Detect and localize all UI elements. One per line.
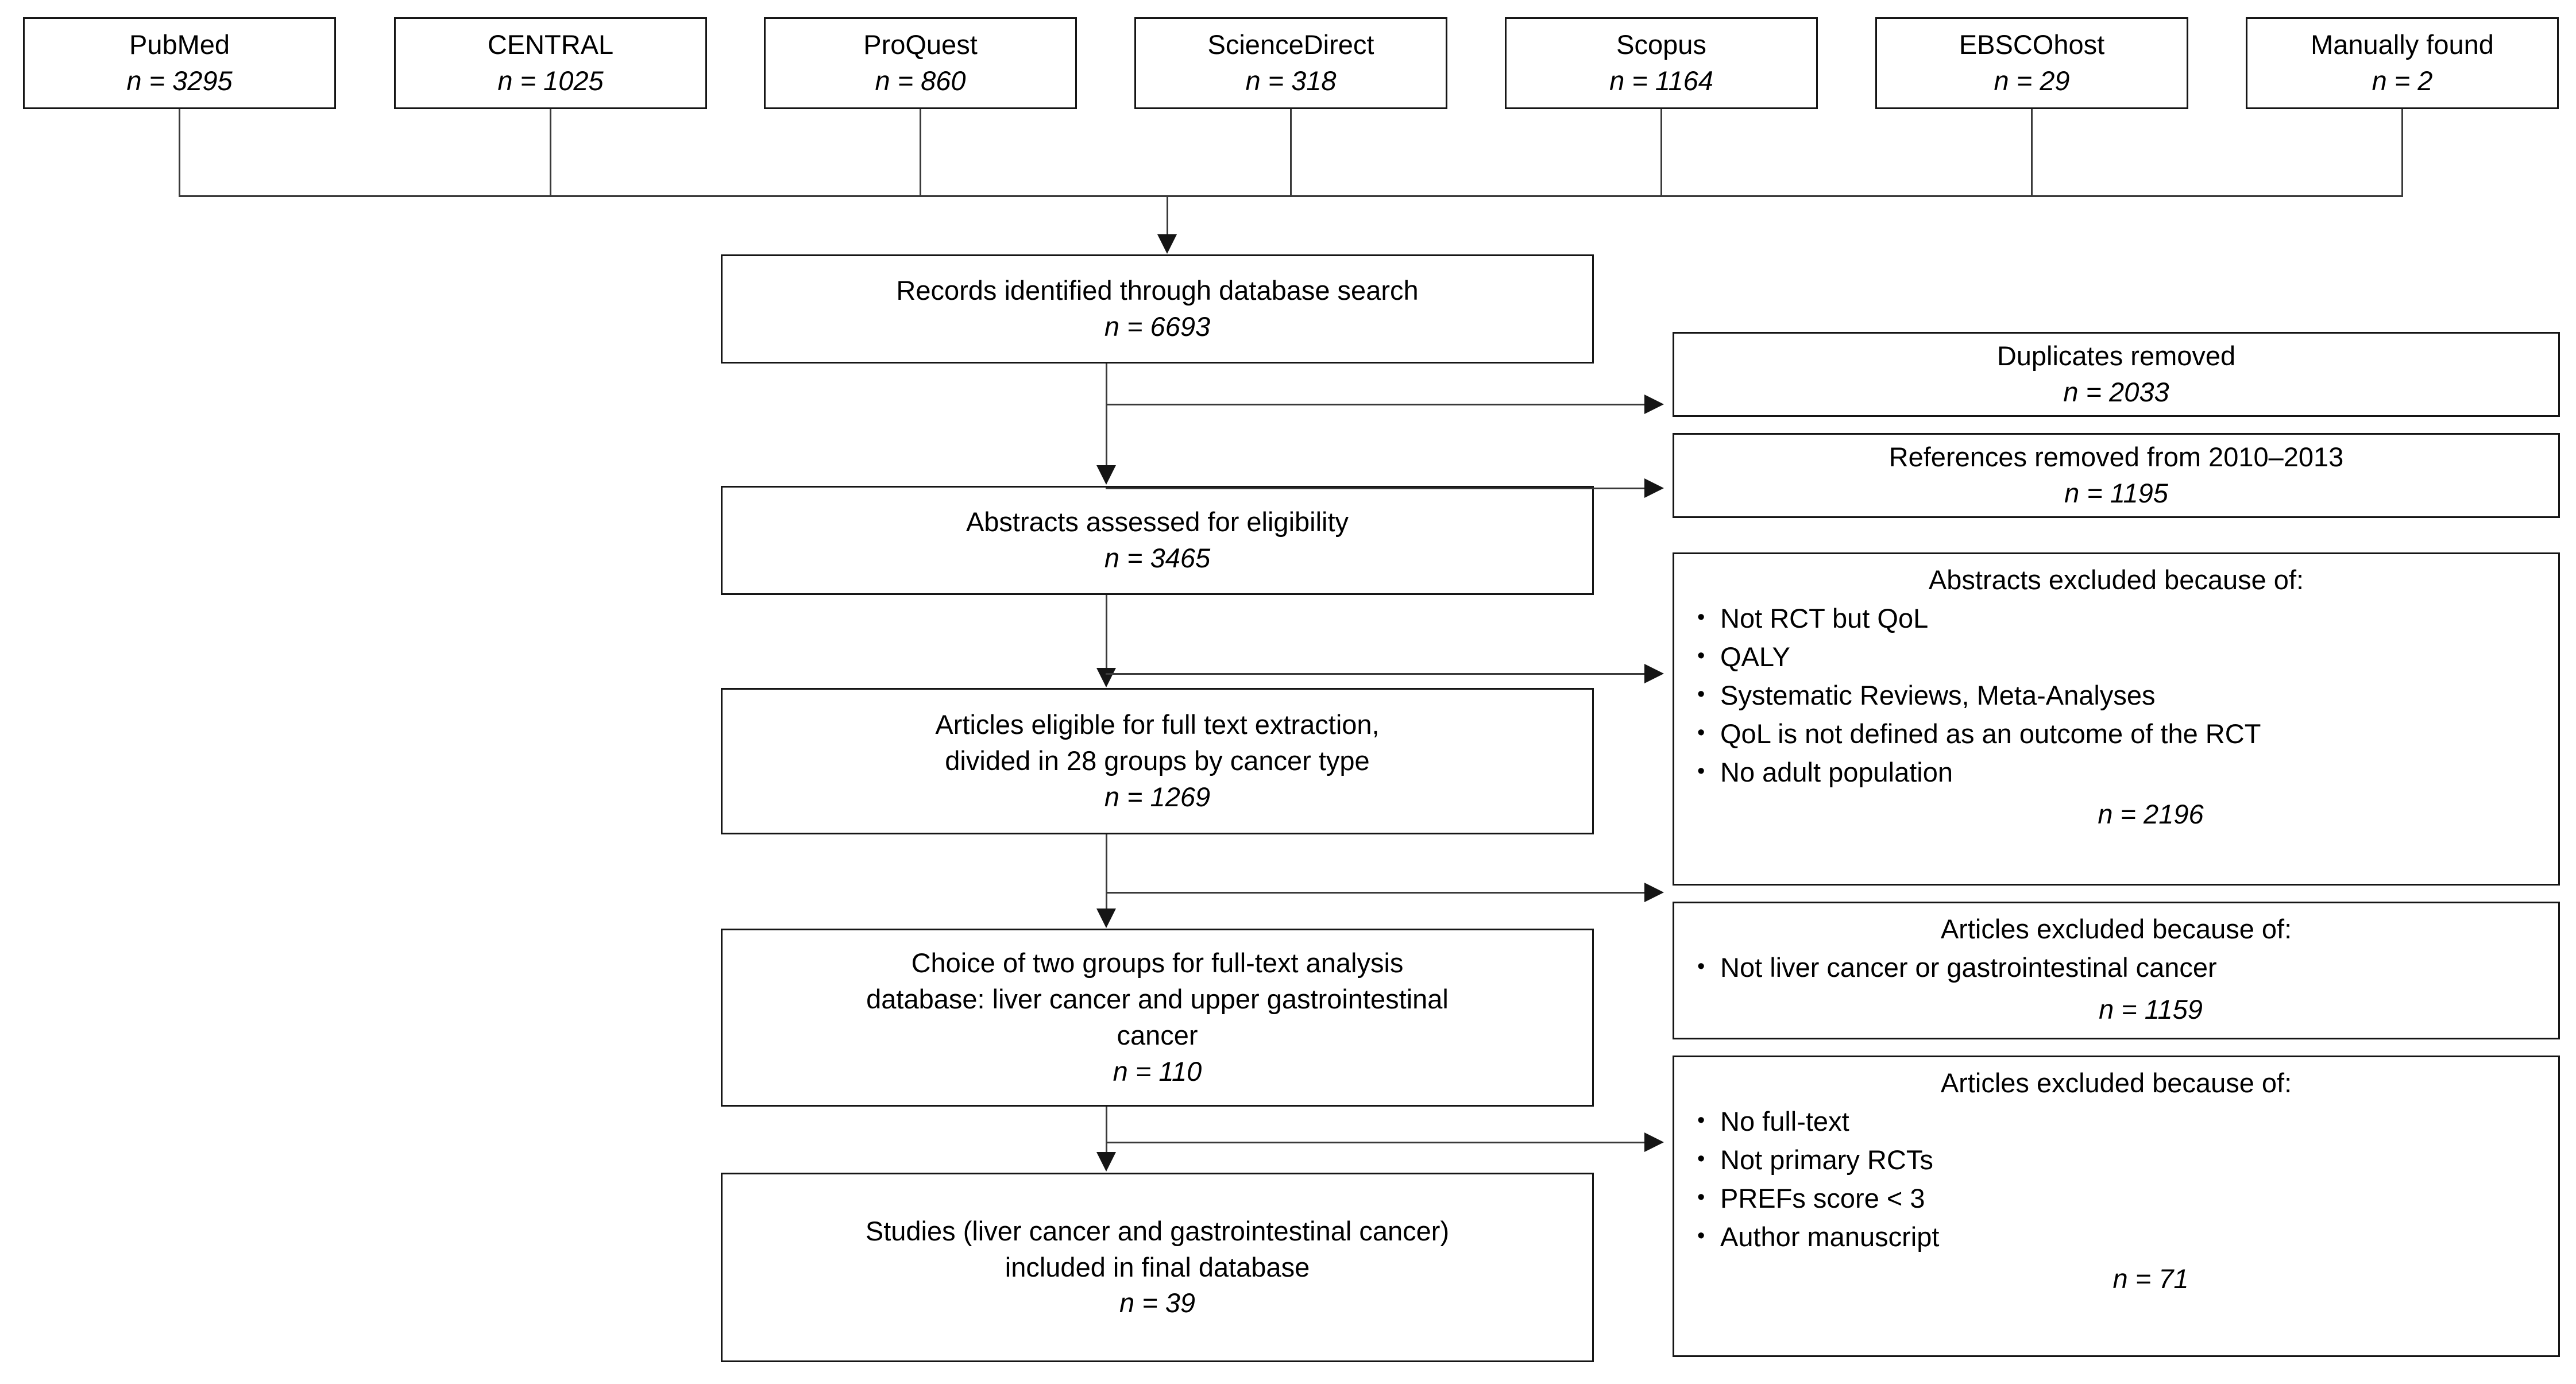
connector-stem-central <box>550 109 551 196</box>
source-label: Manually found <box>2311 29 2494 60</box>
exclusion-reason-list: No full-text Not primary RCTs PREFs scor… <box>1685 1104 2548 1258</box>
connector-articles-to-choice <box>1106 834 1107 910</box>
list-item: Not RCT but QoL <box>1697 601 2548 637</box>
connector-bus-horizontal <box>179 195 2403 197</box>
arrow-records-to-abstracts <box>1096 465 1116 485</box>
source-box-ebscohost: EBSCOhost n = 29 <box>1875 17 2188 109</box>
connector-to-abstracts-excluded <box>1106 673 1646 675</box>
list-item: Author manuscript <box>1697 1219 2548 1255</box>
connector-stem-sciencedirect <box>1290 109 1292 196</box>
source-box-scopus: Scopus n = 1164 <box>1505 17 1818 109</box>
box-line: Records identified through database sear… <box>896 275 1419 306</box>
source-box-central: CENTRAL n = 1025 <box>394 17 707 109</box>
source-label: CENTRAL <box>487 29 614 60</box>
source-count: n = 1164 <box>1609 65 1713 96</box>
arrow-to-references-removed <box>1644 478 1664 498</box>
connector-stem-pubmed <box>179 109 180 196</box>
arrow-choice-to-studies <box>1096 1152 1116 1172</box>
source-box-manually-found: Manually found n = 2 <box>2246 17 2559 109</box>
connector-to-duplicates-removed <box>1106 404 1646 405</box>
exclusion-count: n = 71 <box>2112 1263 2189 1294</box>
connector-stem-ebscohost <box>2031 109 2033 196</box>
arrow-bus-to-records <box>1157 234 1177 254</box>
box-line: divided in 28 groups by cancer type <box>945 745 1370 776</box>
list-item: PREFs score < 3 <box>1697 1181 2548 1217</box>
main-box-records-identified: Records identified through database sear… <box>721 254 1594 364</box>
box-line: Articles eligible for full text extracti… <box>935 709 1380 740</box>
source-label: ScienceDirect <box>1207 29 1374 60</box>
source-box-sciencedirect: ScienceDirect n = 318 <box>1134 17 1447 109</box>
box-count: n = 1269 <box>1104 781 1211 812</box>
source-count: n = 1025 <box>497 65 604 96</box>
connector-records-to-abstracts <box>1106 364 1107 467</box>
exclusion-reason-list: Not liver cancer or gastrointestinal can… <box>1685 950 2548 988</box>
box-line: Abstracts assessed for eligibility <box>965 507 1349 538</box>
box-count: n = 110 <box>1113 1056 1202 1087</box>
connector-stem-scopus <box>1660 109 1662 196</box>
arrow-articles-to-choice <box>1096 909 1116 928</box>
main-box-studies-included: Studies (liver cancer and gastrointestin… <box>721 1173 1594 1362</box>
exclusion-header: Duplicates removed <box>1996 341 2236 372</box>
source-label: Scopus <box>1616 29 1706 60</box>
source-box-proquest: ProQuest n = 860 <box>764 17 1077 109</box>
source-count: n = 860 <box>875 65 966 96</box>
source-count: n = 318 <box>1245 65 1337 96</box>
arrow-to-articles-excluded-fulltext <box>1644 1132 1664 1152</box>
source-count: n = 3295 <box>126 65 233 96</box>
exclusion-box-references-removed: References removed from 2010–2013 n = 11… <box>1673 433 2560 518</box>
exclusion-box-duplicates-removed: Duplicates removed n = 2033 <box>1673 332 2560 417</box>
box-line: included in final database <box>1005 1251 1310 1282</box>
connector-bus-to-records <box>1167 195 1168 237</box>
connector-to-references-removed <box>1106 488 1646 489</box>
source-label: ProQuest <box>863 29 978 60</box>
source-count: n = 2 <box>2372 65 2433 96</box>
exclusion-box-articles-excluded-cancer: Articles excluded because of: Not liver … <box>1673 902 2560 1039</box>
exclusion-count: n = 1195 <box>2064 478 2168 508</box>
source-label: PubMed <box>129 29 230 60</box>
box-count: n = 6693 <box>1104 311 1211 342</box>
list-item: No full-text <box>1697 1104 2548 1140</box>
source-count: n = 29 <box>1994 65 2070 96</box>
exclusion-box-abstracts-excluded: Abstracts excluded because of: Not RCT b… <box>1673 552 2560 886</box>
main-box-choice-two-groups: Choice of two groups for full-text analy… <box>721 929 1594 1107</box>
main-box-abstracts-assessed: Abstracts assessed for eligibility n = 3… <box>721 486 1594 595</box>
exclusion-count: n = 1159 <box>2099 993 2203 1025</box>
source-label: EBSCOhost <box>1959 29 2105 60</box>
source-box-pubmed: PubMed n = 3295 <box>23 17 336 109</box>
box-count: n = 39 <box>1119 1288 1195 1319</box>
box-line: Studies (liver cancer and gastrointestin… <box>865 1215 1450 1246</box>
connector-abstracts-to-articles <box>1106 595 1107 670</box>
arrow-to-articles-excluded-cancer <box>1644 883 1664 902</box>
exclusion-reason-list: Not RCT but QoL QALY Systematic Reviews,… <box>1685 601 2548 793</box>
exclusion-box-articles-excluded-fulltext: Articles excluded because of: No full-te… <box>1673 1056 2560 1357</box>
list-item: Not liver cancer or gastrointestinal can… <box>1697 950 2548 986</box>
connector-stem-proquest <box>920 109 921 196</box>
box-line: cancer <box>1117 1020 1198 1050</box>
connector-stem-manual <box>2401 109 2403 196</box>
exclusion-count: n = 2196 <box>2098 798 2204 829</box>
exclusion-header: Articles excluded because of: <box>1940 1068 2292 1098</box>
connector-to-articles-excluded-fulltext <box>1106 1142 1646 1143</box>
exclusion-header: References removed from 2010–2013 <box>1888 442 2344 473</box>
list-item: Systematic Reviews, Meta-Analyses <box>1697 678 2548 714</box>
connector-choice-to-studies <box>1106 1107 1107 1154</box>
list-item: QoL is not defined as an outcome of the … <box>1697 716 2548 752</box>
list-item: QALY <box>1697 639 2548 675</box>
box-line: database: liver cancer and upper gastroi… <box>866 984 1449 1015</box>
list-item: No adult population <box>1697 755 2548 791</box>
list-item: Not primary RCTs <box>1697 1142 2548 1178</box>
arrow-abstracts-to-articles <box>1096 668 1116 687</box>
exclusion-header: Articles excluded because of: <box>1940 914 2292 944</box>
arrow-to-abstracts-excluded <box>1644 664 1664 683</box>
box-count: n = 3465 <box>1104 543 1211 573</box>
exclusion-count: n = 2033 <box>2063 377 2169 407</box>
arrow-to-duplicates-removed <box>1644 395 1664 414</box>
connector-to-articles-excluded-cancer <box>1106 892 1646 894</box>
exclusion-header: Abstracts excluded because of: <box>1928 565 2304 595</box>
box-line: Choice of two groups for full-text analy… <box>911 948 1404 979</box>
main-box-articles-eligible: Articles eligible for full text extracti… <box>721 688 1594 834</box>
